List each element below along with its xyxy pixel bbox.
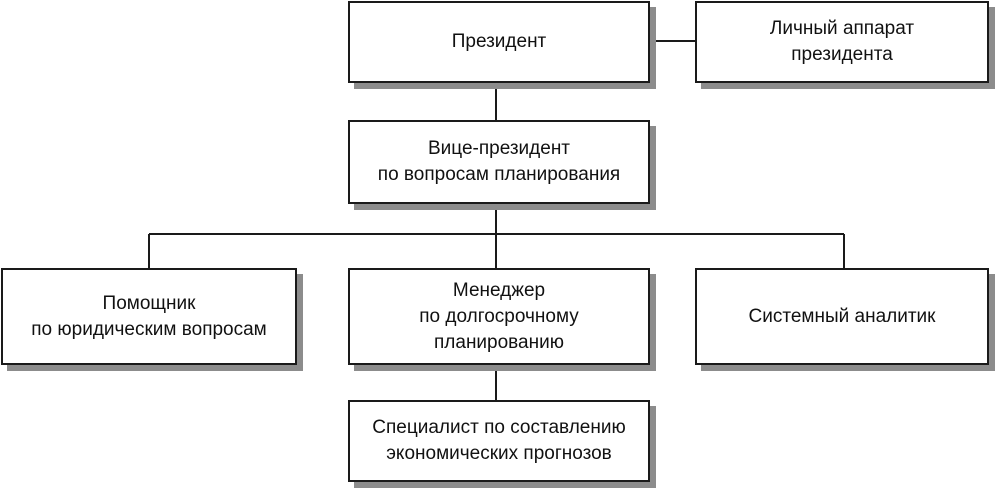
node-systems-analyst-label: Системный аналитик: [748, 305, 936, 327]
node-vice-president-planning-label: Вице-президент по вопросам планирования: [377, 138, 621, 185]
node-long-term-planning-manager-label: Менеджер по долгосрочному планированию: [419, 279, 579, 353]
node-long-term-planning-manager: Менеджер по долгосрочному планированию: [348, 268, 650, 365]
node-economic-forecasting-specialist: Специалист по составлению экономических …: [348, 400, 650, 482]
node-legal-assistant-label: Помощник по юридическим вопросам: [31, 292, 267, 340]
node-president-label: Президент: [451, 31, 547, 52]
node-legal-assistant: Помощник по юридическим вопросам: [1, 268, 297, 365]
node-personal-staff: Личный аппарат президента: [695, 1, 989, 83]
node-vice-president-planning: Вице-президент по вопросам планирования: [348, 120, 650, 204]
node-economic-forecasting-specialist-label: Специалист по составлению экономических …: [372, 417, 626, 464]
node-president: Президент: [348, 1, 650, 83]
node-systems-analyst: Системный аналитик: [695, 268, 989, 365]
node-personal-staff-label: Личный аппарат президента: [769, 18, 915, 65]
